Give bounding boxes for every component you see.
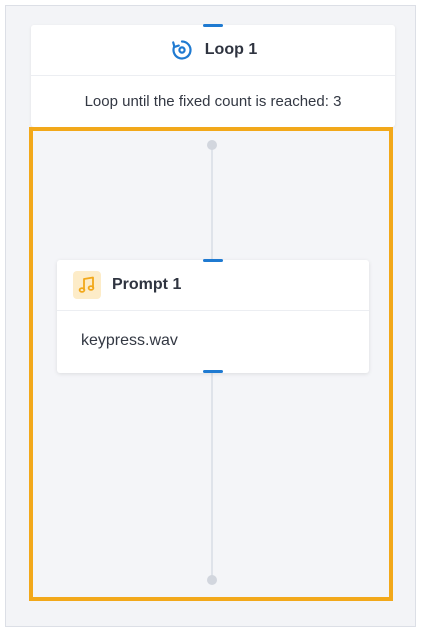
prompt-node-output-connector[interactable] — [203, 370, 223, 373]
loop-node[interactable]: Loop 1 Loop until the fixed count is rea… — [31, 25, 395, 127]
prompt-node-file: keypress.wav — [81, 332, 178, 349]
prompt-node-header: Prompt 1 — [57, 260, 369, 311]
flow-connector-line-top — [211, 145, 213, 260]
loop-end-point[interactable] — [207, 575, 217, 585]
music-note-icon — [73, 271, 101, 299]
prompt-node-title: Prompt 1 — [112, 276, 182, 293]
loop-start-point[interactable] — [207, 140, 217, 150]
loop-node-input-connector[interactable] — [203, 24, 223, 27]
prompt-node[interactable]: Prompt 1 keypress.wav — [57, 260, 369, 373]
loop-node-description: Loop until the fixed count is reached: 3 — [84, 93, 342, 110]
prompt-node-input-connector[interactable] — [203, 259, 223, 262]
loop-node-header: Loop 1 — [31, 25, 395, 76]
loop-node-title: Loop 1 — [204, 41, 258, 58]
flow-connector-line-bottom — [211, 372, 213, 580]
loop-icon — [169, 37, 195, 63]
